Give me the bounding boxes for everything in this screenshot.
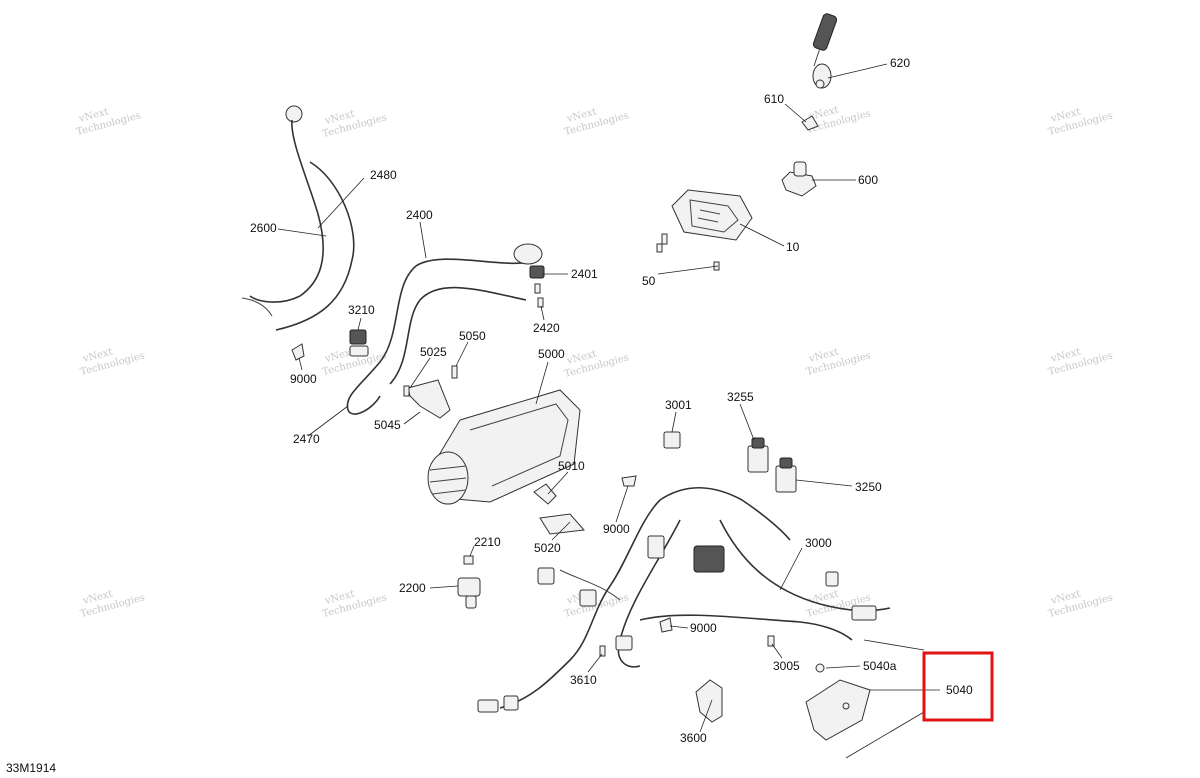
cable-2600[interactable]	[241, 297, 273, 317]
nut-2210[interactable]	[463, 555, 474, 565]
sensor-2401[interactable]	[513, 243, 545, 279]
knob-600[interactable]	[781, 161, 817, 197]
callout-5040a[interactable]: 5040a	[863, 659, 897, 673]
callout-50[interactable]: 50	[642, 274, 656, 288]
callout-2210[interactable]: 2210	[474, 535, 501, 549]
clip-9000-bottom[interactable]	[659, 617, 673, 633]
bracket-5045[interactable]	[403, 379, 451, 419]
bolt-5050[interactable]	[451, 365, 458, 379]
clamp-3600[interactable]	[695, 679, 723, 723]
cable-2480[interactable]	[249, 105, 355, 331]
callout-labels: 620 610 600 10 50 2480 2600 2400 2401 24…	[250, 56, 973, 745]
callout-5045[interactable]: 5045	[374, 418, 401, 432]
screws-2420[interactable]	[534, 283, 544, 308]
callout-2480[interactable]: 2480	[370, 168, 397, 182]
callout-5025[interactable]: 5025	[420, 345, 447, 359]
callout-10[interactable]: 10	[786, 240, 800, 254]
callout-3210[interactable]: 3210	[348, 303, 375, 317]
screws-50[interactable]	[656, 233, 720, 271]
cable-2400[interactable]	[346, 258, 531, 415]
cover-5010[interactable]	[533, 483, 557, 505]
callout-9000-bottom[interactable]: 9000	[690, 621, 717, 635]
callout-2401[interactable]: 2401	[571, 267, 598, 281]
switch-3255[interactable]	[747, 437, 769, 473]
handle-620[interactable]	[812, 13, 838, 89]
clip-9000-middle[interactable]	[621, 475, 637, 487]
callout-9000-middle[interactable]: 9000	[603, 522, 630, 536]
sensor-2200[interactable]	[457, 577, 481, 609]
screw-3610[interactable]	[599, 645, 606, 657]
callout-2600[interactable]: 2600	[250, 221, 277, 235]
connector-3210[interactable]	[349, 329, 369, 357]
bracket-5040[interactable]	[805, 679, 871, 741]
leader-lines	[277, 63, 940, 759]
nut-5040a[interactable]	[815, 663, 825, 673]
parts-layer	[241, 13, 891, 741]
callout-2200[interactable]: 2200	[399, 581, 426, 595]
callout-2420[interactable]: 2420	[533, 321, 560, 335]
callout-5000[interactable]: 5000	[538, 347, 565, 361]
callout-9000-left[interactable]: 9000	[290, 372, 317, 386]
callout-3005[interactable]: 3005	[773, 659, 800, 673]
clip-9000-left[interactable]	[291, 343, 305, 361]
callout-3250[interactable]: 3250	[855, 480, 882, 494]
callout-3610[interactable]: 3610	[570, 673, 597, 687]
callout-3001[interactable]: 3001	[665, 398, 692, 412]
bracket-5020[interactable]	[539, 513, 586, 535]
diagram-code: 33M1914	[6, 761, 56, 775]
callout-3600[interactable]: 3600	[680, 731, 707, 745]
harness-3000[interactable]	[477, 487, 891, 713]
callout-2400[interactable]: 2400	[406, 208, 433, 222]
callout-2470[interactable]: 2470	[293, 432, 320, 446]
callout-5010[interactable]: 5010	[558, 459, 585, 473]
callout-620[interactable]: 620	[890, 56, 910, 70]
callout-3000[interactable]: 3000	[805, 536, 832, 550]
callout-5020[interactable]: 5020	[534, 541, 561, 555]
module-10[interactable]	[671, 189, 753, 241]
relay-3001[interactable]	[663, 431, 681, 449]
callout-5050[interactable]: 5050	[459, 329, 486, 343]
screw-3005[interactable]	[767, 635, 775, 647]
callout-5040[interactable]: 5040	[946, 683, 973, 697]
ecu-5000[interactable]	[427, 389, 581, 505]
highlight-box-5040	[922, 651, 994, 722]
callout-600[interactable]: 600	[858, 173, 878, 187]
switch-3250[interactable]	[775, 457, 797, 493]
callout-610[interactable]: 610	[764, 92, 784, 106]
clip-610[interactable]	[801, 115, 819, 131]
callout-3255[interactable]: 3255	[727, 390, 754, 404]
